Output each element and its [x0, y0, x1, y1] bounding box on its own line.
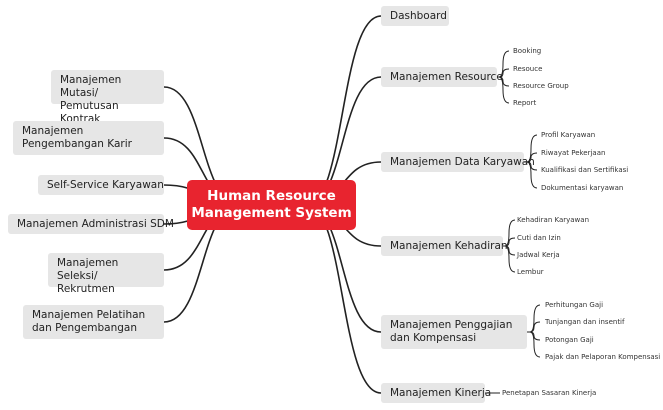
bracket-kehadiran-leaf-0 [504, 219, 516, 247]
branch-dashboard[interactable]: Dashboard [381, 6, 449, 26]
central-topic[interactable]: Human Resource Management System [187, 180, 356, 230]
bracket-penggajian-leaf-0 [529, 304, 541, 333]
branch-self-service-karyawan[interactable]: Self-Service Karyawan [38, 175, 164, 195]
bracket-penggajian-leaf-1 [529, 321, 541, 333]
branch-manajemen-pengembangan-karir[interactable]: Manajemen Pengembangan Karir [13, 121, 164, 155]
leaf-cuti-izin[interactable]: Cuti dan Izin [517, 234, 561, 242]
bracket-data-karyawan-leaf-3 [526, 161, 538, 189]
branch-label: Manajemen Kehadiran [390, 240, 508, 252]
central-topic-line1: Human Resource [207, 188, 336, 204]
bracket-data-karyawan-leaf-0 [526, 134, 538, 163]
branch-label: Manajemen Resource [390, 71, 503, 83]
branch-label: Self-Service Karyawan [47, 179, 164, 191]
branch-label: Manajemen Seleksi/ Rekrutmen [57, 257, 119, 295]
central-topic-line2: Management System [191, 205, 352, 221]
branch-manajemen-mutasi[interactable]: Manajemen Mutasi/ Pemutusan Kontrak [51, 70, 164, 125]
bracket-resource-leaf-1 [498, 68, 510, 78]
branch-manajemen-kehadiran[interactable]: Manajemen Kehadiran [381, 236, 508, 256]
leaf-profil-karyawan[interactable]: Profil Karyawan [541, 131, 596, 139]
leaf-resource-group[interactable]: Resource Group [513, 82, 569, 90]
bracket-data-karyawan-leaf-1 [526, 152, 538, 163]
connector-r0 [306, 15, 382, 206]
leaf-kehadiran-karyawan[interactable]: Kehadiran Karyawan [517, 216, 590, 224]
bracket-resource-leaf-0 [498, 50, 510, 78]
bracket-resource-leaf-3 [498, 76, 510, 104]
branch-label: Manajemen Data Karyawan [390, 156, 535, 168]
leaf-riwayat-pekerjaan[interactable]: Riwayat Pekerjaan [541, 149, 606, 157]
bracket-kehadiran-leaf-3 [504, 245, 516, 273]
leaf-report[interactable]: Report [513, 99, 537, 107]
leaf-booking[interactable]: Booking [513, 47, 542, 55]
branch-manajemen-seleksi[interactable]: Manajemen Seleksi/ Rekrutmen [48, 253, 164, 295]
branch-manajemen-administrasi-sdm[interactable]: Manajemen Administrasi SDM [8, 214, 174, 234]
leaf-dokumentasi[interactable]: Dokumentasi karyawan [541, 184, 624, 192]
leaf-resouce[interactable]: Resouce [513, 65, 543, 73]
bracket-penggajian-leaf-3 [529, 331, 541, 358]
branch-label: Manajemen Administrasi SDM [17, 218, 174, 230]
leaf-pajak[interactable]: Pajak dan Pelaporan Kompensasi [545, 353, 661, 361]
connector-r5 [306, 204, 382, 394]
leaf-tunjangan[interactable]: Tunjangan dan insentif [545, 318, 625, 326]
leaf-penetapan-sasaran[interactable]: Penetapan Sasaran Kinerja [502, 389, 597, 397]
branch-label: Manajemen Pelatihan dan Pengembangan [32, 309, 146, 334]
branch-manajemen-data-karyawan[interactable]: Manajemen Data Karyawan [381, 152, 535, 172]
branch-label: Manajemen Pengembangan Karir [22, 125, 132, 150]
leaf-potongan-gaji[interactable]: Potongan Gaji [545, 336, 594, 344]
branch-label: Dashboard [390, 10, 447, 22]
branch-manajemen-penggajian[interactable]: Manajemen Penggajian dan Kompensasi [381, 315, 527, 349]
branch-manajemen-kinerja[interactable]: Manajemen Kinerja [381, 383, 491, 403]
leaf-perhitungan-gaji[interactable]: Perhitungan Gaji [545, 301, 604, 309]
branch-label: Manajemen Kinerja [390, 387, 492, 399]
branch-manajemen-pelatihan[interactable]: Manajemen Pelatihan dan Pengembangan [23, 305, 164, 339]
bracket-kehadiran-leaf-1 [504, 237, 516, 247]
leaf-kualifikasi[interactable]: Kualifikasi dan Sertifikasi [541, 166, 629, 174]
leaf-jadwal-kerja[interactable]: Jadwal Kerja [517, 251, 560, 259]
leaf-lembur[interactable]: Lembur [517, 268, 544, 276]
branch-manajemen-resource[interactable]: Manajemen Resource [381, 67, 503, 87]
branch-label: Manajemen Penggajian dan Kompensasi [390, 319, 513, 344]
